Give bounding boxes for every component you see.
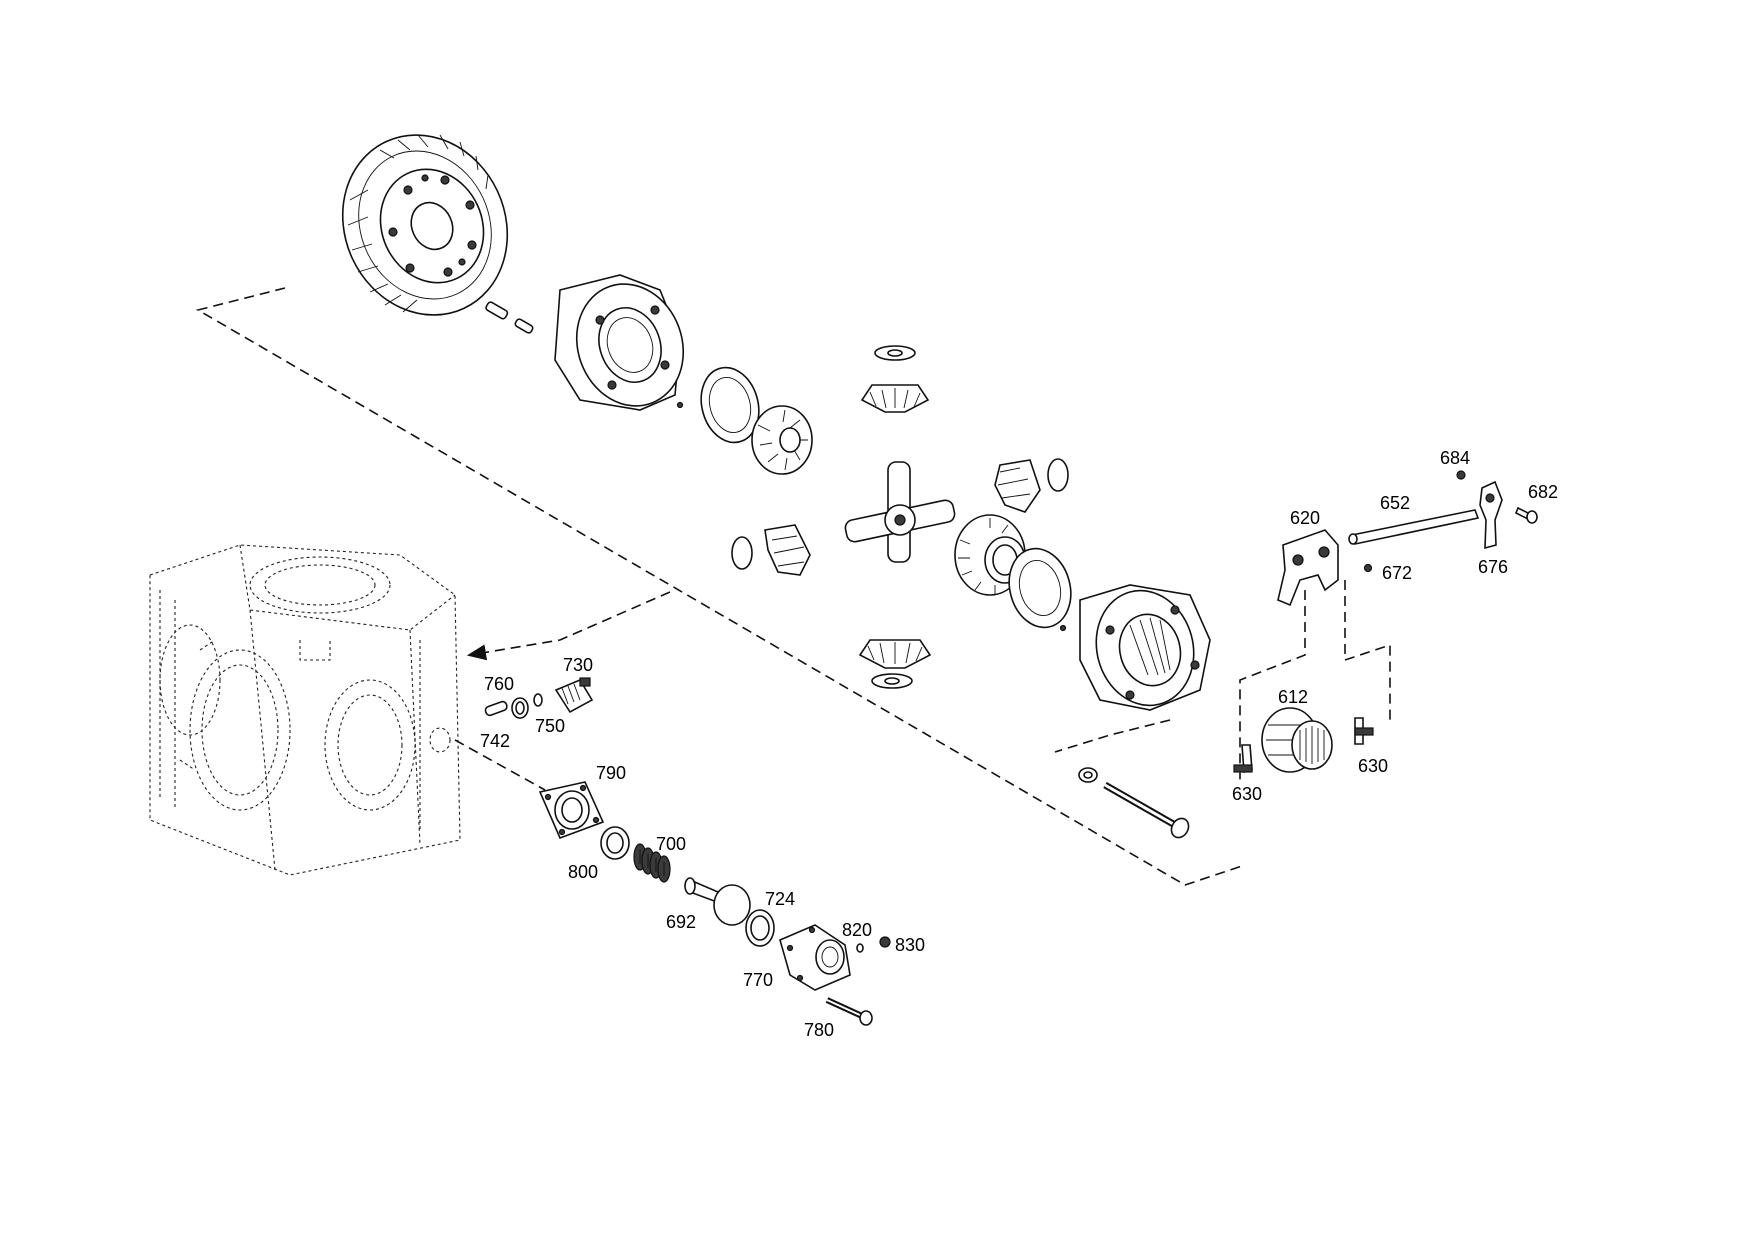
callout-780: 780 xyxy=(804,1020,834,1040)
callout-612: 612 xyxy=(1278,687,1308,707)
seal-800 xyxy=(600,826,630,860)
pinion-gear-top xyxy=(860,345,930,413)
callout-724: 724 xyxy=(765,889,795,909)
spider-cross xyxy=(844,461,956,563)
screw-682 xyxy=(1514,506,1538,524)
ring-760 xyxy=(511,697,529,719)
flange-790 xyxy=(538,781,605,840)
o-ring-820 xyxy=(856,943,864,953)
thrust-washer-left xyxy=(700,366,760,444)
dowel-pins xyxy=(485,301,534,334)
lever-676 xyxy=(1479,480,1503,550)
differential-housing-left xyxy=(554,274,685,411)
shift-fork-620 xyxy=(1277,529,1339,607)
screw-672 xyxy=(1363,563,1373,573)
callout-790: 790 xyxy=(596,763,626,783)
callout-820: 820 xyxy=(842,920,872,940)
ball-684 xyxy=(1456,470,1466,480)
callout-830: 830 xyxy=(895,935,925,955)
pinion-gear-right xyxy=(994,458,1069,513)
callout-692: 692 xyxy=(666,912,696,932)
bevel-ring-gear xyxy=(341,134,509,316)
callout-630-left: 630 xyxy=(1232,784,1262,804)
gearbox-housing xyxy=(149,544,461,876)
long-bolt xyxy=(1078,767,1190,839)
callout-630-right: 630 xyxy=(1358,756,1388,776)
callout-652: 652 xyxy=(1380,493,1410,513)
cover-770 xyxy=(779,924,851,991)
callout-760: 760 xyxy=(484,674,514,694)
o-ring-750 xyxy=(533,693,543,707)
pinion-gear-left xyxy=(731,524,811,576)
sleeve-612 xyxy=(1261,707,1333,773)
callout-labels: 684 682 652 620 672 676 612 630 630 730 … xyxy=(480,448,1558,1040)
ring-724 xyxy=(745,909,775,947)
side-gear-left xyxy=(751,405,813,475)
piston-692 xyxy=(684,877,751,926)
callout-730: 730 xyxy=(563,655,593,675)
callout-620: 620 xyxy=(1290,508,1320,528)
callout-676: 676 xyxy=(1478,557,1508,577)
shoe-630-left xyxy=(1233,744,1253,774)
shoe-630-right xyxy=(1354,717,1374,745)
callout-750: 750 xyxy=(535,716,565,736)
callout-682: 682 xyxy=(1528,482,1558,502)
callout-684: 684 xyxy=(1440,448,1470,468)
assembly-guide-lines xyxy=(195,287,1391,886)
differential-housing-right xyxy=(1079,584,1211,711)
callout-672: 672 xyxy=(1382,563,1412,583)
callout-800: 800 xyxy=(568,862,598,882)
callout-770: 770 xyxy=(743,970,773,990)
thrust-washer-right xyxy=(1008,547,1072,632)
shift-shaft-652 xyxy=(1348,509,1480,545)
pinion-gear-bottom xyxy=(858,639,932,689)
pin-742 xyxy=(484,700,508,717)
sensor-730 xyxy=(554,677,594,714)
spring-700 xyxy=(633,843,671,883)
callout-700: 700 xyxy=(656,834,686,854)
bolt-780 xyxy=(825,997,873,1026)
callout-742: 742 xyxy=(480,731,510,751)
plug-830 xyxy=(879,936,891,948)
